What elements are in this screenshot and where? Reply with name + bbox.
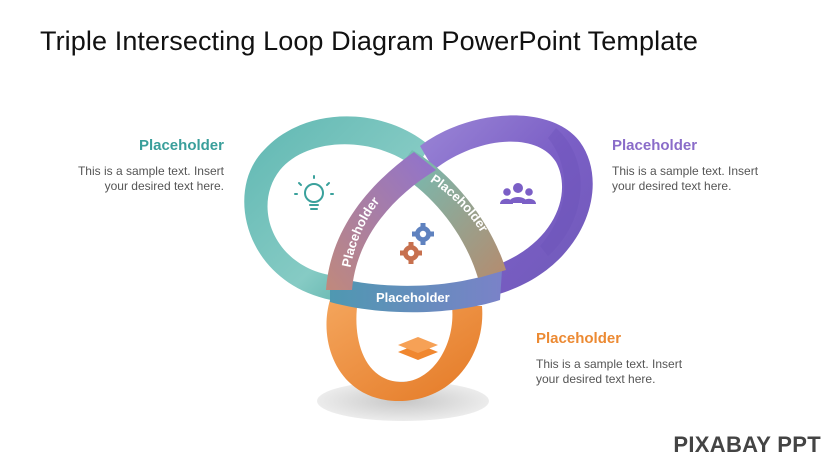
orange-loop (326, 300, 483, 402)
band-label-bottom: Placeholder (376, 290, 450, 305)
callout-purple-body: This is a sample text. Insert your desir… (612, 164, 759, 193)
purple-loop-highlight (540, 128, 581, 256)
callout-orange: Placeholder This is a sample text. Inser… (536, 330, 736, 387)
callout-orange-heading: Placeholder (536, 330, 622, 347)
callout-orange-body: This is a sample text. Insert your desir… (536, 357, 683, 386)
slide-title: Triple Intersecting Loop Diagram PowerPo… (40, 26, 699, 56)
floor-shadow (317, 381, 489, 421)
purple-loop (420, 115, 593, 296)
watermark-logo: PIXABAY PPT (673, 432, 821, 457)
diagonal-band-purple (326, 152, 436, 290)
callout-teal: Placeholder This is a sample text. Inser… (24, 137, 224, 194)
team-icon (500, 183, 536, 204)
gears-icon (400, 223, 434, 264)
diagonal-band-teal (396, 150, 506, 278)
teal-loop (244, 116, 430, 300)
bottom-band (330, 270, 502, 313)
lightbulb-icon (294, 175, 334, 210)
layers-icon (398, 337, 438, 360)
callout-teal-body: This is a sample text. Insert your desir… (77, 164, 224, 193)
callout-teal-heading: Placeholder (138, 137, 224, 154)
callout-purple: Placeholder This is a sample text. Inser… (612, 137, 812, 194)
callout-purple-heading: Placeholder (612, 137, 698, 154)
